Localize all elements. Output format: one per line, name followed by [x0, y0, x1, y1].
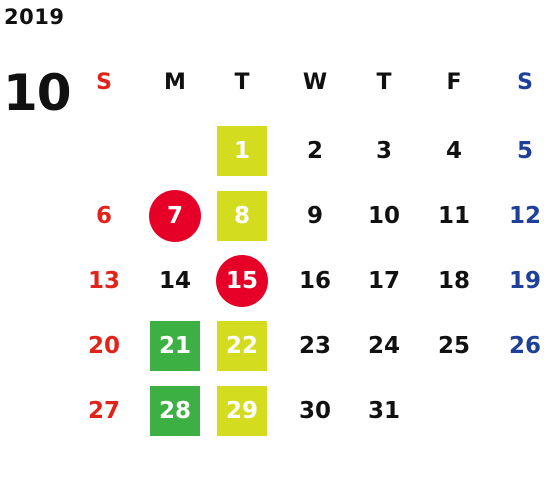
- weekday-header-saturday: S: [517, 69, 533, 95]
- day-cell: 20: [72, 316, 136, 376]
- day-cell: 12: [493, 186, 548, 246]
- day-cell: 25: [422, 316, 486, 376]
- weekday-header-friday: F: [446, 69, 462, 95]
- day-cell: 21: [143, 316, 207, 376]
- day-number: 24: [367, 333, 400, 359]
- day-cell: 31: [352, 381, 416, 441]
- highlight-square-yellow: 22: [217, 321, 267, 371]
- day-number: 3: [375, 138, 392, 164]
- weekday-header-tuesday: T: [234, 69, 250, 95]
- day-cell: 10: [352, 186, 416, 246]
- day-cell: 18: [422, 251, 486, 311]
- day-cell: 8: [210, 186, 274, 246]
- day-number: 14: [158, 268, 191, 294]
- day-cell: 14: [143, 251, 207, 311]
- highlight-square-green: 28: [150, 386, 200, 436]
- day-cell: 3: [352, 121, 416, 181]
- year-label: 2019: [4, 5, 65, 29]
- month-number: 10: [3, 64, 72, 122]
- highlight-square-yellow: 29: [217, 386, 267, 436]
- day-cell: 19: [493, 251, 548, 311]
- day-cell: 4: [422, 121, 486, 181]
- day-cell: 28: [143, 381, 207, 441]
- day-number: 31: [367, 398, 400, 424]
- day-number: 2: [306, 138, 323, 164]
- holiday-circle: 7: [149, 190, 201, 242]
- day-number: 26: [508, 333, 541, 359]
- day-cell: 30: [283, 381, 347, 441]
- day-cell: 16: [283, 251, 347, 311]
- day-number: 4: [445, 138, 462, 164]
- day-cell: 7: [143, 186, 207, 246]
- highlight-square-yellow: 1: [217, 126, 267, 176]
- weekday-header-wednesday: W: [302, 69, 328, 95]
- day-number: 6: [95, 203, 112, 229]
- weekday-header-sunday: S: [96, 69, 112, 95]
- day-cell: 2: [283, 121, 347, 181]
- day-number: 16: [298, 268, 331, 294]
- day-cell: 13: [72, 251, 136, 311]
- day-cell: 29: [210, 381, 274, 441]
- day-number: 17: [367, 268, 400, 294]
- day-number: 18: [437, 268, 470, 294]
- day-cell: 24: [352, 316, 416, 376]
- day-number: 27: [87, 398, 120, 424]
- weekday-header-monday: M: [164, 69, 186, 95]
- day-number: 19: [508, 268, 541, 294]
- day-cell: 22: [210, 316, 274, 376]
- day-cell: 5: [493, 121, 548, 181]
- day-cell: 11: [422, 186, 486, 246]
- day-number: 11: [437, 203, 470, 229]
- weekday-header-thursday: T: [376, 69, 392, 95]
- day-number: 9: [306, 203, 323, 229]
- day-cell: 6: [72, 186, 136, 246]
- highlight-square-green: 21: [150, 321, 200, 371]
- day-number: 30: [298, 398, 331, 424]
- day-number: 10: [367, 203, 400, 229]
- day-number: 13: [87, 268, 120, 294]
- day-number: 12: [508, 203, 541, 229]
- day-cell: 26: [493, 316, 548, 376]
- day-cell: 9: [283, 186, 347, 246]
- day-cell: 23: [283, 316, 347, 376]
- highlight-square-yellow: 8: [217, 191, 267, 241]
- day-number: 5: [516, 138, 533, 164]
- day-cell: 1: [210, 121, 274, 181]
- day-number: 23: [298, 333, 331, 359]
- day-number: 20: [87, 333, 120, 359]
- day-cell: 15: [210, 251, 274, 311]
- day-number: 25: [437, 333, 470, 359]
- day-cell: 17: [352, 251, 416, 311]
- holiday-circle: 15: [216, 255, 268, 307]
- day-cell: 27: [72, 381, 136, 441]
